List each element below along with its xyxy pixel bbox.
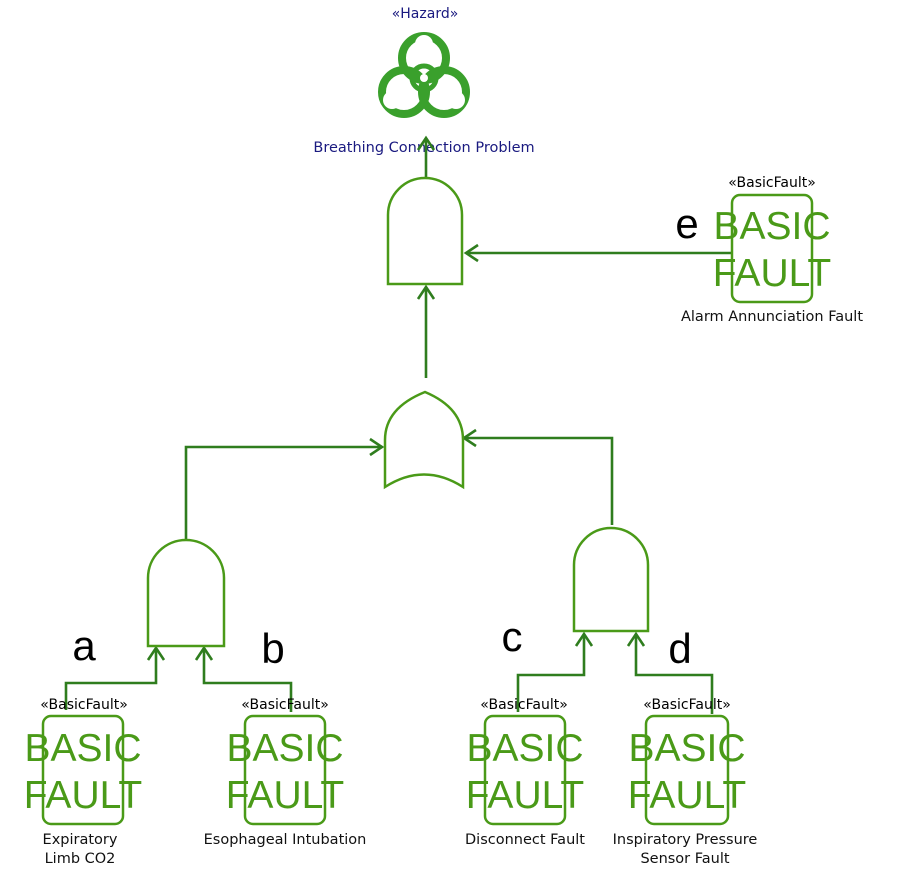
fault-name-d-line1: Inspiratory Pressure — [613, 832, 758, 848]
hazard-name: Breathing Connection Problem — [313, 140, 534, 156]
connector-a-to-left-and — [64, 648, 158, 710]
fault-label-line1-e: BASIC — [713, 205, 830, 248]
hazard-node[interactable]: «Hazard» Breathing Connection Problem — [313, 6, 534, 156]
fault-stereotype-a: «BasicFault» — [40, 697, 128, 713]
basic-fault-c[interactable]: c «BasicFault» BASIC FAULT Disconnect Fa… — [465, 613, 585, 848]
fault-letter-a: a — [72, 622, 96, 669]
fault-label-line2-b: FAULT — [226, 774, 344, 817]
fault-box-e — [730, 193, 814, 304]
connector-left-and-to-or — [184, 445, 382, 540]
right-and-gate[interactable] — [572, 526, 650, 633]
fault-label-line2-e: FAULT — [713, 252, 831, 295]
connector-c-to-right-and — [516, 634, 586, 712]
hazard-stereotype: «Hazard» — [392, 6, 459, 22]
fault-name-b-line1: Esophageal Intubation — [204, 832, 367, 848]
fault-stereotype-d: «BasicFault» — [643, 697, 731, 713]
left-and-gate[interactable] — [146, 538, 226, 648]
connector-d-to-right-and — [634, 634, 714, 714]
connector-right-and-to-or — [464, 436, 614, 525]
fault-label-line2-d: FAULT — [628, 774, 746, 817]
fault-label-line1-d: BASIC — [628, 727, 745, 770]
fault-stereotype-c: «BasicFault» — [480, 697, 568, 713]
fault-name-a-line2: Limb CO2 — [45, 851, 116, 867]
fault-letter-d: d — [668, 625, 691, 672]
fault-label-line1-b: BASIC — [226, 727, 343, 770]
fault-label-line1-a: BASIC — [24, 727, 141, 770]
fault-letter-c: c — [502, 613, 523, 660]
fault-box-a — [41, 714, 125, 826]
basic-fault-a[interactable]: a «BasicFault» BASIC FAULT Expiratory Li… — [24, 622, 142, 867]
or-gate[interactable] — [383, 390, 465, 490]
fault-letter-b: b — [261, 625, 284, 672]
connector-b-to-left-and — [202, 648, 293, 712]
fault-label-line2-c: FAULT — [466, 774, 584, 817]
fault-label-line1-c: BASIC — [466, 727, 583, 770]
fault-name-d-line2: Sensor Fault — [640, 851, 729, 867]
connectors — [64, 135, 732, 714]
fault-letter-e: e — [675, 200, 698, 247]
fault-box-b — [243, 714, 327, 826]
fault-name-c-line1: Disconnect Fault — [465, 832, 585, 848]
fault-name-e-line1: Alarm Annunciation Fault — [681, 309, 863, 325]
fault-label-line2-a: FAULT — [24, 774, 142, 817]
biohazard-icon — [378, 32, 470, 118]
basic-fault-b[interactable]: b «BasicFault» BASIC FAULT Esophageal In… — [204, 625, 367, 848]
top-and-gate[interactable] — [386, 176, 464, 286]
basic-fault-e[interactable]: e «BasicFault» BASIC FAULT Alarm Annunci… — [675, 175, 863, 325]
fault-box-c — [483, 714, 567, 826]
basic-fault-d[interactable]: d «BasicFault» BASIC FAULT Inspiratory P… — [613, 625, 758, 867]
fault-name-a-line1: Expiratory — [43, 832, 118, 848]
fault-stereotype-b: «BasicFault» — [241, 697, 329, 713]
fault-stereotype-e: «BasicFault» — [728, 175, 816, 191]
fault-box-d — [644, 714, 730, 826]
